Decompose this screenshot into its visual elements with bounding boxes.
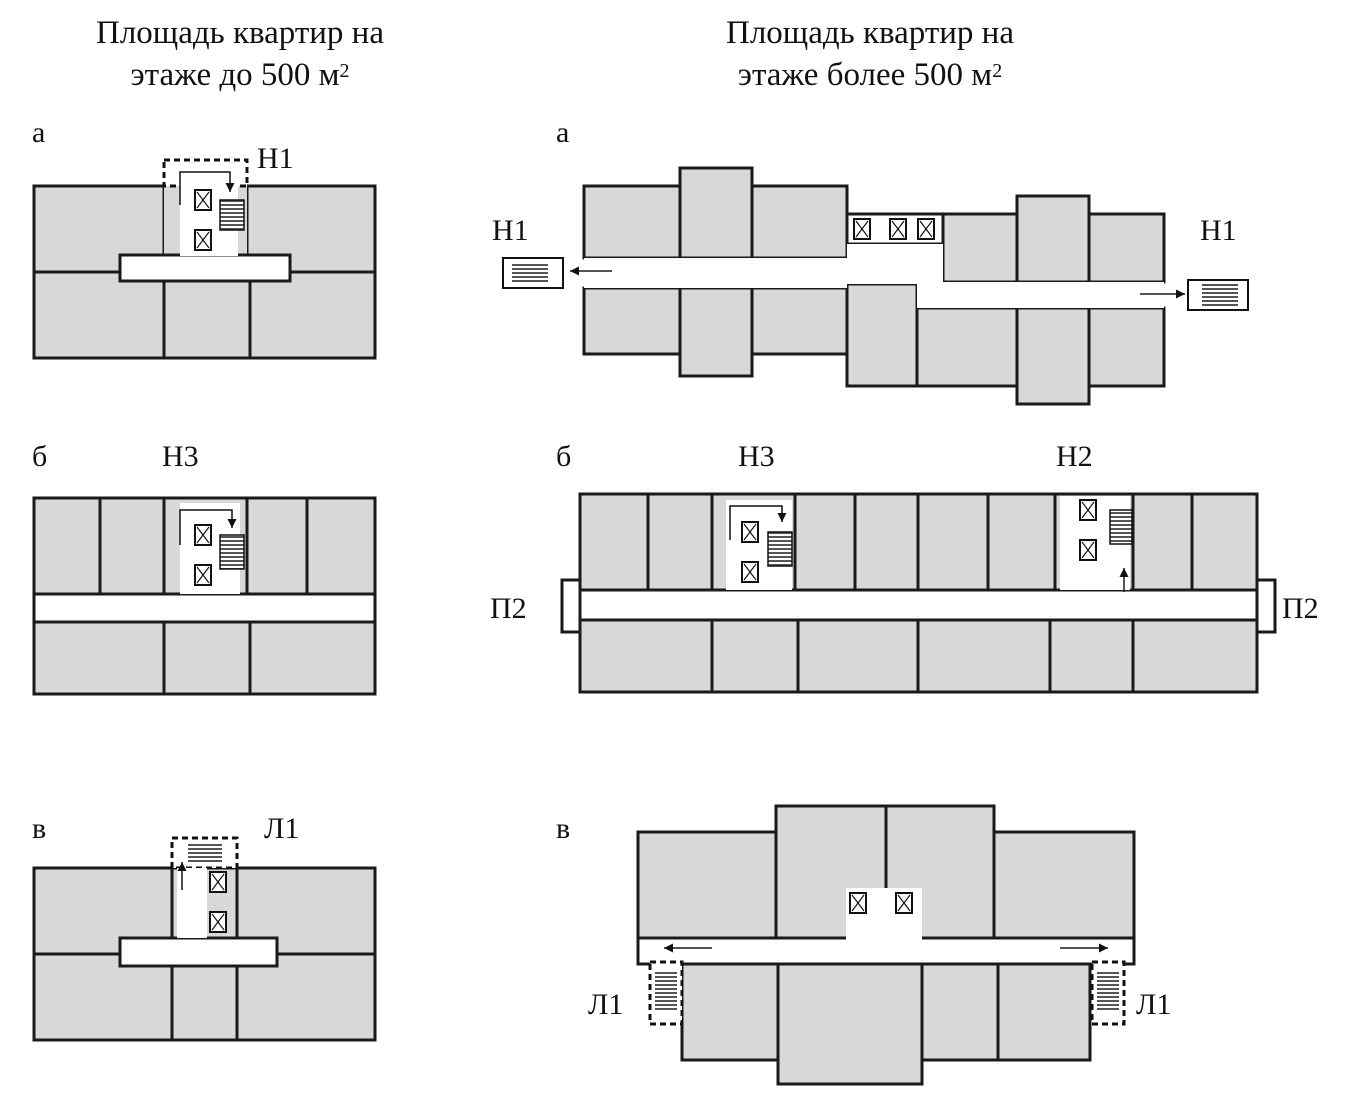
header-left-line2: этаже до 500 м2 <box>130 57 350 93</box>
left-b-stair-label: Н3 <box>162 440 199 473</box>
right-a-stair-right: Н1 <box>1200 214 1237 247</box>
right-b-stair-a: Н3 <box>738 440 775 473</box>
right-v-stair-left: Л1 <box>588 988 623 1021</box>
header-right-line2: этаже более 500 м2 <box>737 57 1003 93</box>
right-v-letter: в <box>556 812 570 845</box>
left-v-plan <box>32 836 377 1042</box>
right-v-stair-right: Л1 <box>1136 988 1171 1021</box>
right-v-plan <box>636 804 1136 1086</box>
right-a-stair-left: Н1 <box>492 214 529 247</box>
left-a-stair-label: Н1 <box>257 142 294 175</box>
left-b-letter: б <box>32 440 47 473</box>
right-b-plan <box>560 492 1277 694</box>
right-b-end-left: П2 <box>490 592 527 625</box>
header-right: Площадь квартир на этаже более 500 м2 <box>660 12 1080 96</box>
right-a-plan <box>502 166 1249 406</box>
left-v-stair-label: Л1 <box>264 812 299 845</box>
right-a-letter: а <box>556 116 569 149</box>
header-left: Площадь квартир на этаже до 500 м2 <box>40 12 440 96</box>
left-b-plan <box>32 496 377 696</box>
header-right-line1: Площадь квартир на <box>726 15 1014 51</box>
left-v-letter: в <box>32 812 46 845</box>
right-b-stair-b: Н2 <box>1056 440 1093 473</box>
right-b-end-right: П2 <box>1282 592 1319 625</box>
right-b-letter: б <box>556 440 571 473</box>
header-left-line1: Площадь квартир на <box>96 15 384 51</box>
left-a-plan <box>32 158 377 360</box>
left-a-letter: а <box>32 116 45 149</box>
